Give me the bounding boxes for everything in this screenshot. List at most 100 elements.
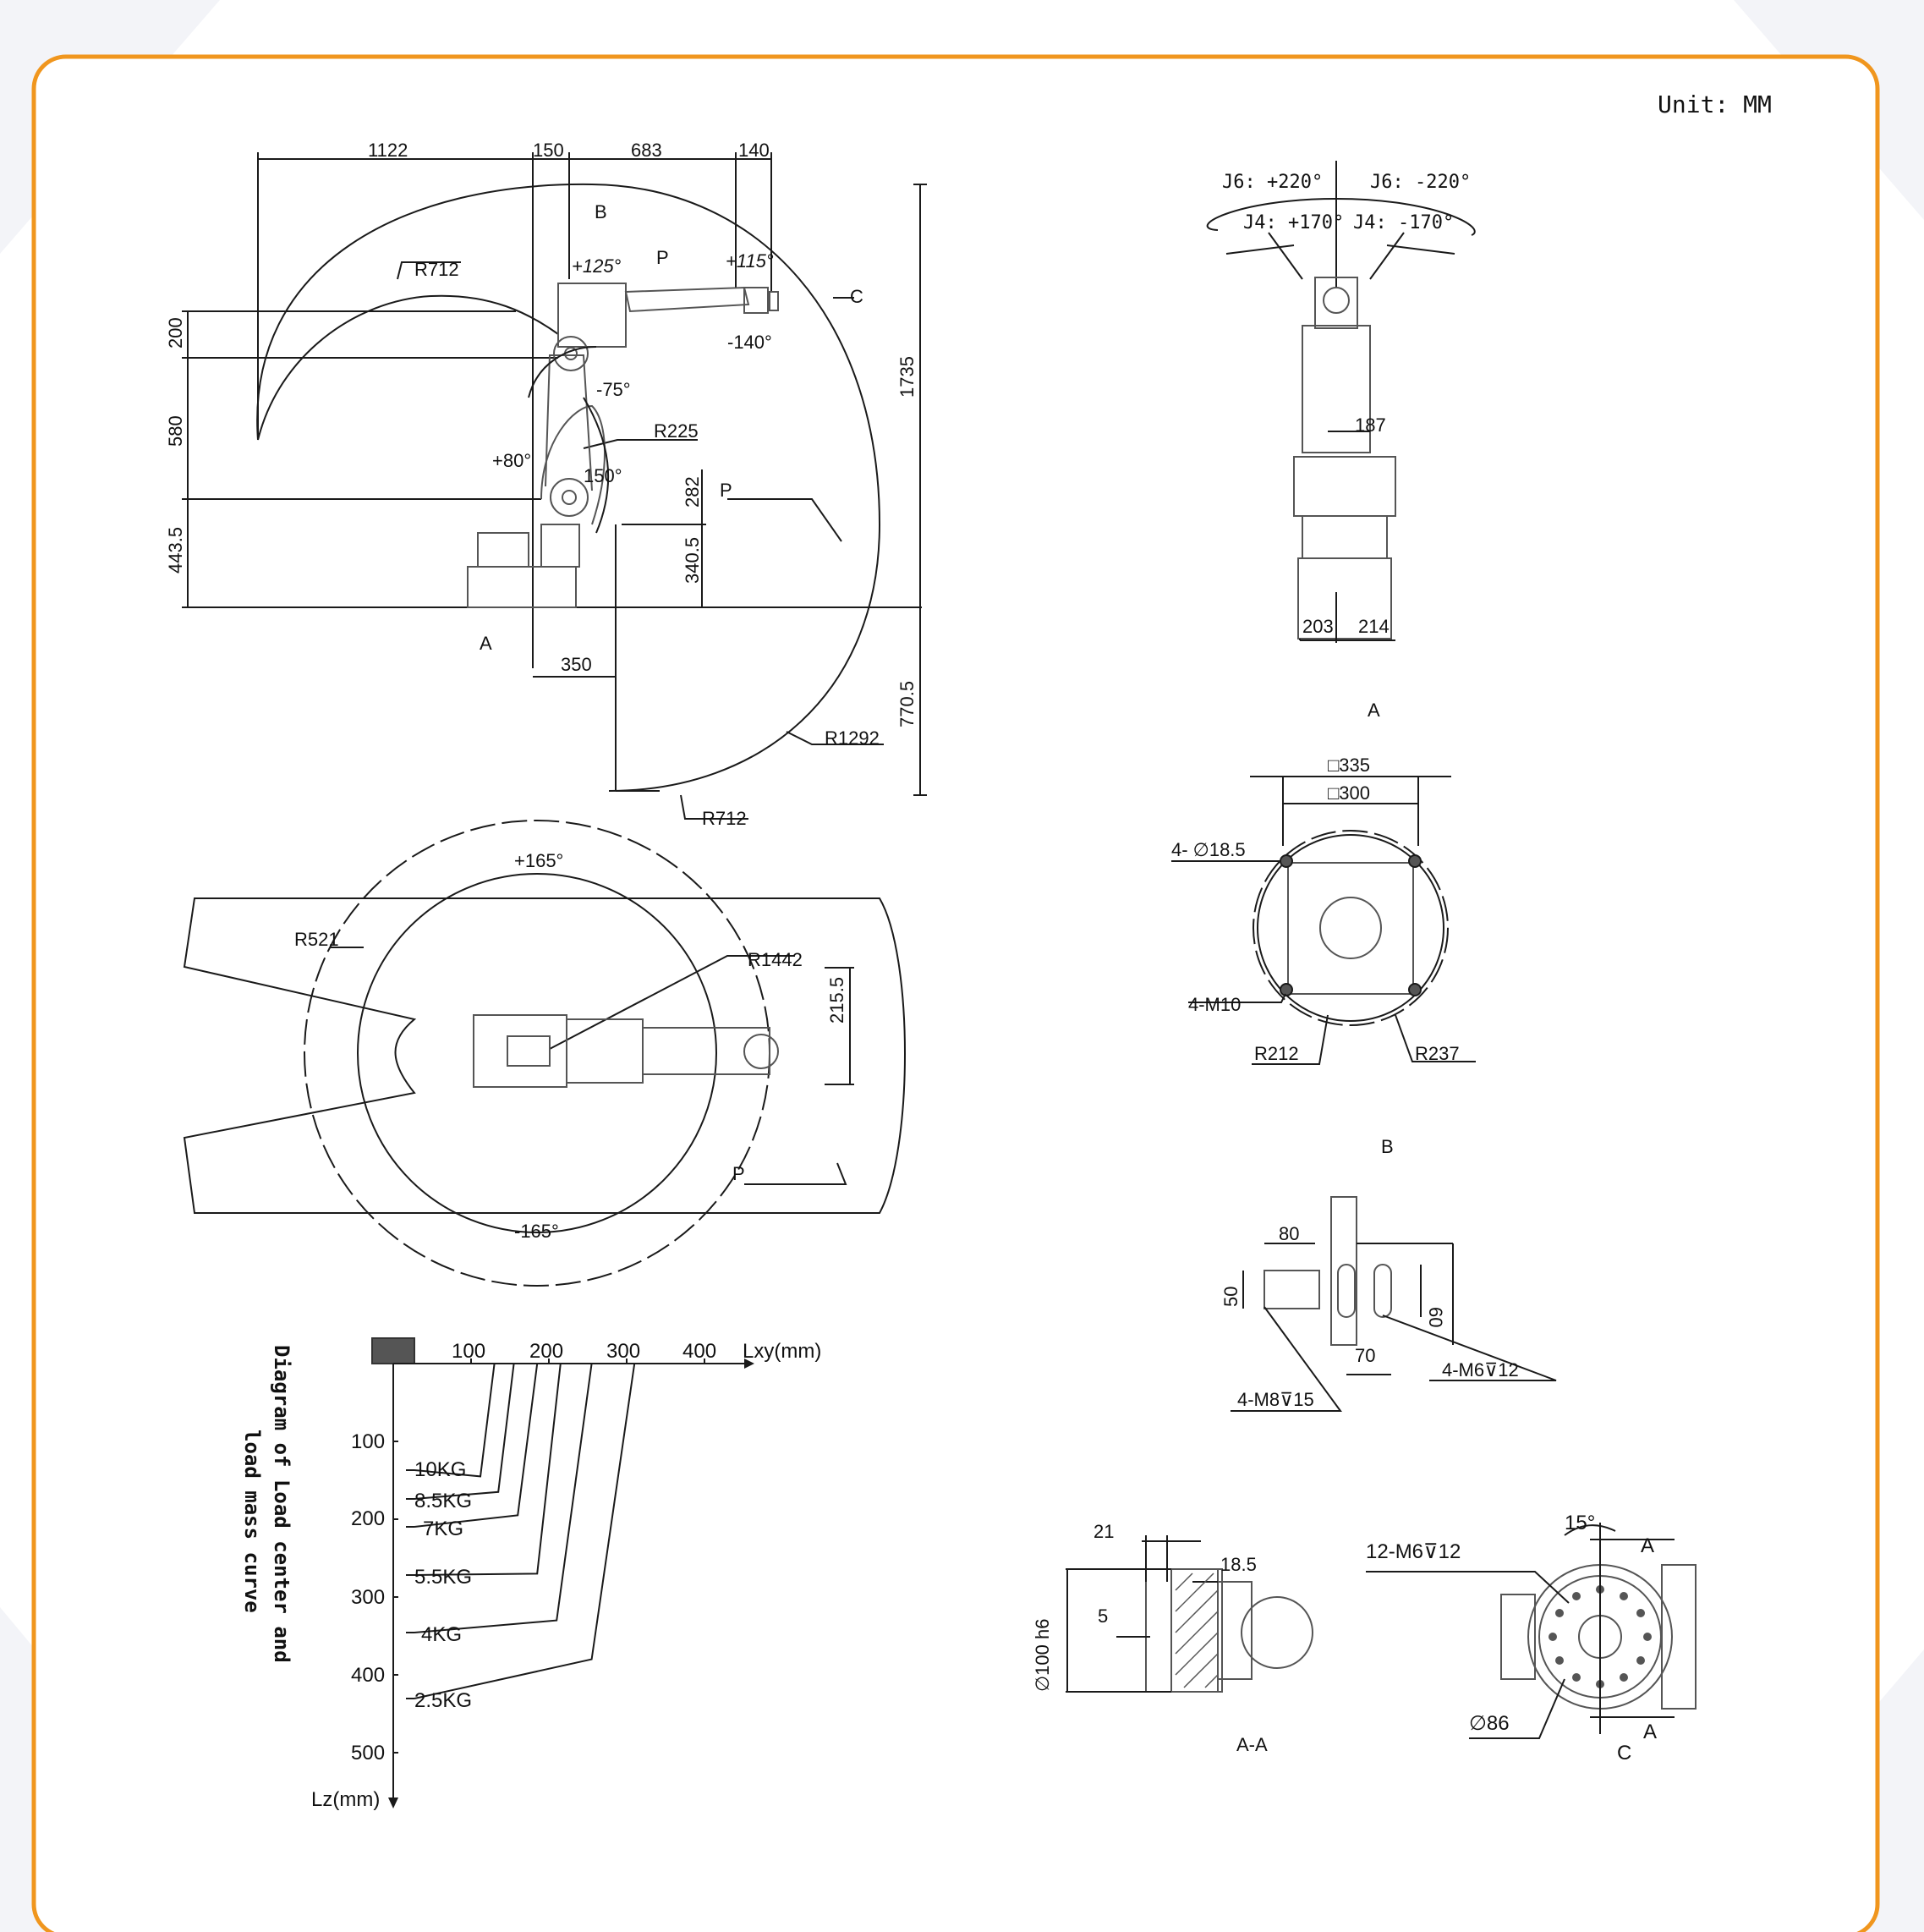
label-p-top-view: P [732, 1163, 745, 1184]
angle-15: 15° [1565, 1512, 1595, 1534]
dim-80: 80 [1279, 1223, 1299, 1244]
label-b: B [595, 201, 607, 222]
radius-1292: R1292 [825, 727, 880, 749]
dim-5: 5 [1098, 1605, 1108, 1627]
view-b-labels: B 80 50 60 70 4-M8⊽15 4-M6⊽12 [1220, 1136, 1519, 1410]
y-tick-100: 100 [351, 1430, 385, 1453]
label-a: A [480, 633, 492, 654]
curve-label-7kg: 7KG [423, 1518, 463, 1540]
front-view-labels: J6: +220° J6: -220° J4: +170° J4: -170° … [1222, 172, 1471, 637]
curve-label-4kg: 4KG [421, 1623, 462, 1646]
dim-140: 140 [738, 140, 770, 161]
radius-212: R212 [1254, 1043, 1299, 1064]
thread-m8: 4-M8⊽15 [1237, 1389, 1314, 1410]
dim-60: 60 [1425, 1307, 1446, 1327]
angle-minus-165: -165° [514, 1221, 559, 1242]
y-tick-200: 200 [351, 1507, 385, 1530]
side-view [182, 152, 927, 820]
view-a-title: A [1368, 700, 1380, 721]
curve-label-10kg: 10KG [414, 1458, 466, 1481]
dim-203: 203 [1302, 616, 1334, 637]
dim-sq335: □335 [1328, 755, 1370, 776]
dim-282: 282 [682, 476, 703, 508]
y-tick-500: 500 [351, 1742, 385, 1765]
label-p-right: P [720, 480, 732, 501]
thread-m6: 4-M6⊽12 [1442, 1359, 1519, 1380]
dim-21: 21 [1094, 1521, 1114, 1542]
x-tick-200: 200 [529, 1340, 563, 1363]
radius-521: R521 [294, 929, 339, 950]
y-axis-arrow [388, 1798, 398, 1809]
label-c: C [850, 286, 863, 307]
j6-neg: J6: -220° [1370, 172, 1471, 193]
y-axis-label: Lz(mm) [311, 1788, 380, 1811]
thread-12-m6: 12-M6⊽12 [1366, 1540, 1461, 1563]
load-chart-labels: Lxy(mm) Lz(mm) 100 200 300 400 100 200 3… [311, 1340, 821, 1811]
thread-m10: 4-M10 [1188, 994, 1241, 1015]
load-curve-10kg [414, 1363, 496, 1478]
j4-pos: J4: +170° [1243, 212, 1344, 233]
curve-label-8-5kg: 8.5KG [414, 1490, 472, 1512]
radius-upper: R712 [414, 259, 459, 280]
x-axis-arrow [744, 1358, 754, 1369]
angle-80: +80° [492, 450, 531, 471]
dim-200: 200 [165, 317, 186, 349]
x-tick-400: 400 [682, 1340, 716, 1363]
dim-50: 50 [1220, 1287, 1242, 1307]
y-tick-400: 400 [351, 1664, 385, 1687]
view-a-labels: A □335 □300 4- ∅18.5 4-M10 R212 R237 [1171, 700, 1460, 1064]
label-c-flange: C [1617, 1742, 1631, 1765]
dim-214: 214 [1358, 616, 1390, 637]
side-view-labels: 1122 150 683 140 200 580 443.5 282 340.5… [165, 140, 918, 829]
load-chart-title-line2: load mass curve [240, 1430, 264, 1613]
curve-label-5-5kg: 5.5KG [414, 1566, 472, 1589]
radius-237: R237 [1415, 1043, 1460, 1064]
dim-340-5: 340.5 [682, 537, 703, 584]
label-a-top: A [1641, 1534, 1654, 1557]
angle-150: 150° [584, 465, 622, 486]
load-chart [371, 1337, 754, 1809]
view-b-title: B [1381, 1136, 1394, 1157]
load-curve-2-5kg [414, 1363, 636, 1699]
load-curve-4kg [414, 1363, 593, 1633]
y-tick-300: 300 [351, 1586, 385, 1609]
dim-150: 150 [533, 140, 564, 161]
dia-100: ∅100 h6 [1032, 1619, 1053, 1692]
flange-symbol [371, 1337, 415, 1364]
view-a [1171, 776, 1476, 1065]
flange-face [1366, 1523, 1697, 1739]
angle-115: +115° [726, 250, 774, 272]
top-view-labels: +165° -165° R521 R1442 215.5 P [294, 850, 847, 1242]
label-p-top: P [656, 247, 669, 268]
dim-443-5: 443.5 [165, 527, 186, 574]
dim-683: 683 [631, 140, 662, 161]
dia-86: ∅86 [1469, 1712, 1510, 1735]
series-layer [393, 1358, 705, 1754]
radius-1442: R1442 [748, 949, 803, 970]
angle-140: -140° [727, 332, 772, 353]
x-axis-label: Lxy(mm) [743, 1340, 821, 1363]
radius-lower: R712 [702, 808, 747, 829]
dim-580: 580 [165, 415, 186, 447]
section-title: A-A [1236, 1734, 1268, 1755]
load-curve-5-5kg [414, 1363, 562, 1576]
load-chart-title-line1: Diagram of Load center and [270, 1345, 293, 1663]
flange-section [1066, 1535, 1313, 1693]
unit-label: Unit: MM [1658, 91, 1772, 118]
dim-18-5: 18.5 [1220, 1554, 1257, 1575]
dim-770-5: 770.5 [896, 681, 918, 727]
flange-face-labels: 15° 12-M6⊽12 ∅86 A A C [1366, 1512, 1657, 1765]
dim-1735: 1735 [896, 356, 918, 398]
dim-350: 350 [561, 654, 592, 675]
bolt-circle [1549, 1585, 1652, 1688]
angle-125: +125° [572, 255, 622, 277]
label-a-bottom: A [1643, 1721, 1657, 1743]
top-view [183, 820, 906, 1287]
front-view [1206, 161, 1476, 643]
holes-18-5: 4- ∅18.5 [1171, 839, 1246, 860]
j4-neg: J4: -170° [1353, 212, 1454, 233]
load-curve-8-5kg [414, 1363, 515, 1500]
dim-70: 70 [1355, 1345, 1375, 1366]
x-tick-100: 100 [452, 1340, 485, 1363]
